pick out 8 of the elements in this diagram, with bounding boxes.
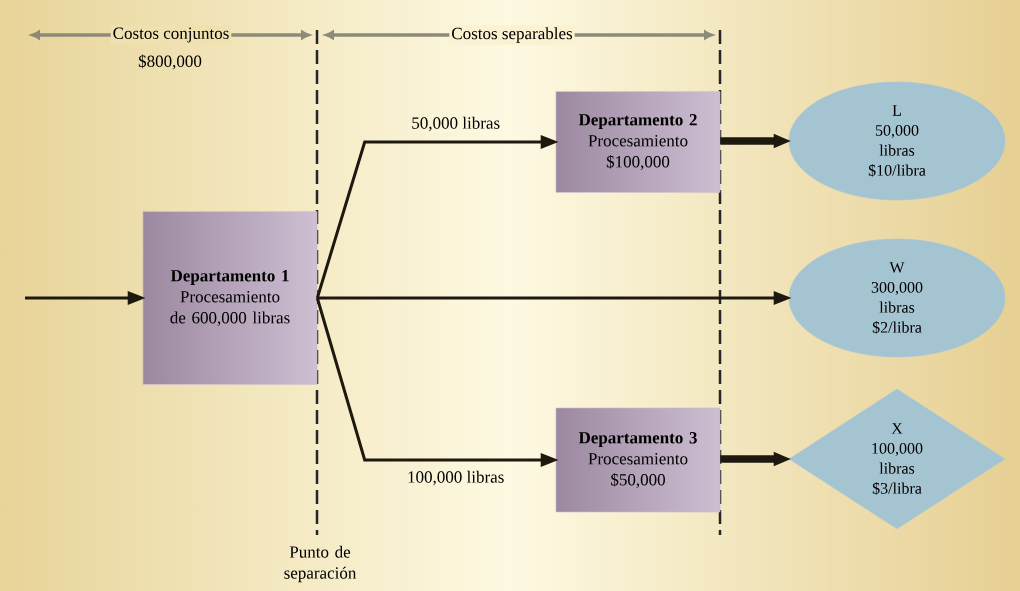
split-point-label: Punto de separación — [284, 545, 357, 583]
dimension-label: Costos separables — [449, 25, 575, 45]
process-box: Departamento 3 Procesamiento $50,000 — [555, 407, 721, 513]
process-box: Departamento 2 Procesamiento $100,000 — [555, 91, 721, 193]
edge-label: 50,000 libras — [412, 116, 500, 132]
process-box: Departamento 1 Procesamiento de 600,000 libras — [142, 211, 318, 385]
edge-label: 100,000 libras — [408, 470, 504, 486]
cost-label: $800,000 — [138, 54, 202, 70]
